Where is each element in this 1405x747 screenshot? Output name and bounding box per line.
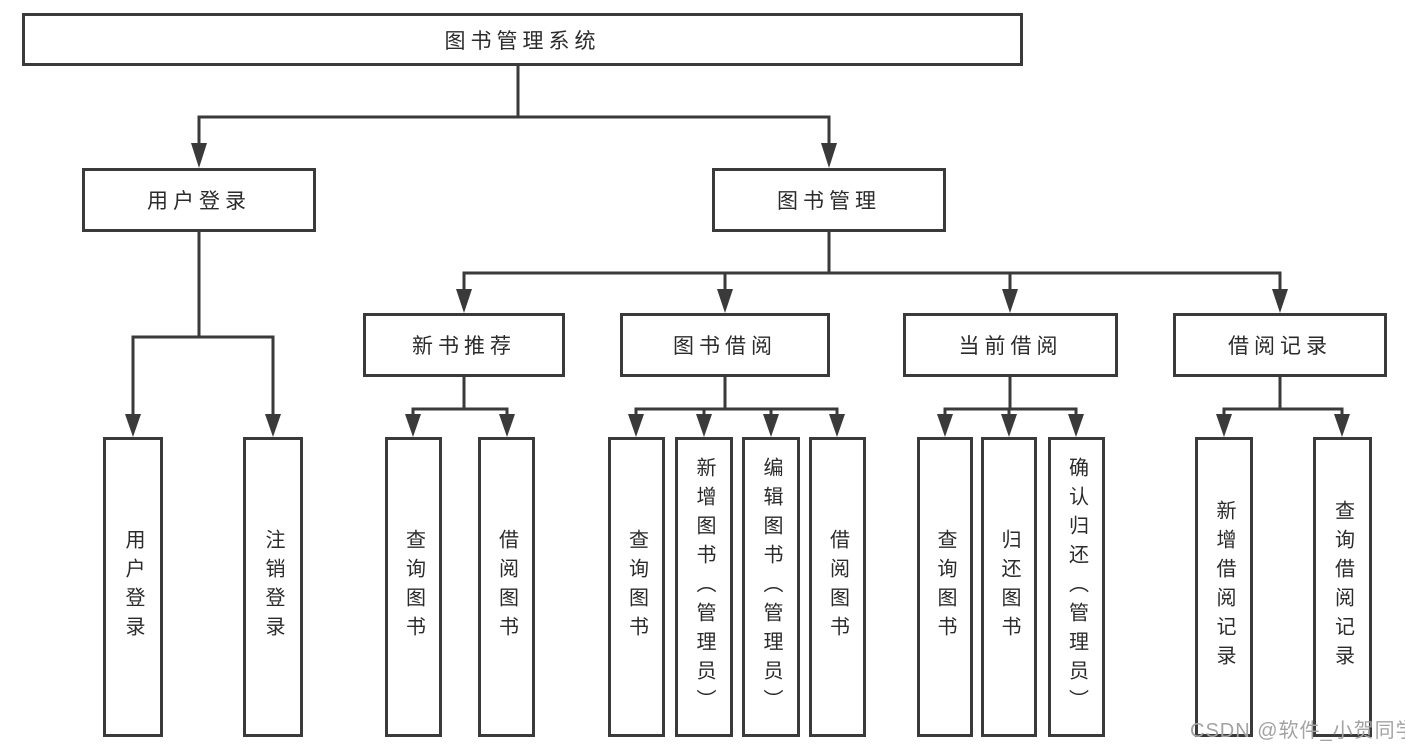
arrowhead xyxy=(937,414,953,437)
arrowhead xyxy=(1068,414,1084,437)
connector-userlogin-to-leaves xyxy=(125,230,281,437)
node-user-login: 用户登录 xyxy=(82,168,316,232)
node-label: 借阅记录 xyxy=(1228,335,1332,358)
leaf-user-login: 用户登录 xyxy=(103,437,163,737)
arrowhead xyxy=(696,414,712,437)
node-root-system: 图书管理系统 xyxy=(22,13,1023,66)
connector-records-to-leaves xyxy=(1216,375,1350,437)
csdn-watermark: CSDN @软件_小贺同学 xyxy=(1190,720,1405,742)
connector-root-to-level2 xyxy=(191,64,837,168)
arrowhead xyxy=(821,143,837,168)
arrowhead xyxy=(125,414,141,437)
leaf-query-borrow-record: 查询借阅记录 xyxy=(1313,437,1372,737)
leaf-borrow-books-borrowing: 借阅图书 xyxy=(809,437,866,737)
node-label: 图书管理 xyxy=(777,190,881,213)
node-new-book-recommend: 新书推荐 xyxy=(363,313,565,377)
arrowhead xyxy=(1216,414,1232,437)
leaf-label: 新增借阅记录 xyxy=(1213,500,1235,674)
connector-newrec-to-leaves xyxy=(405,375,515,437)
arrowhead xyxy=(1002,289,1018,313)
leaf-label: 注销登录 xyxy=(262,529,284,645)
leaf-query-books-current: 查询图书 xyxy=(917,437,973,737)
connector-current-to-leaves xyxy=(937,375,1084,437)
arrowhead xyxy=(628,414,644,437)
node-label: 当前借阅 xyxy=(958,335,1063,358)
node-label: 图书管理系统 xyxy=(444,29,601,53)
leaf-edit-book-admin: 编辑图书（管理员） xyxy=(742,437,800,737)
arrowhead xyxy=(265,414,281,437)
arrowhead xyxy=(405,414,421,437)
leaf-label: 查询图书 xyxy=(625,529,648,645)
node-book-borrowing: 图书借阅 xyxy=(620,313,830,377)
arrowhead xyxy=(499,414,515,437)
leaf-logout: 注销登录 xyxy=(243,437,303,737)
leaf-label: 借阅图书 xyxy=(495,529,518,645)
arrowhead xyxy=(456,289,472,313)
leaf-label: 查询图书 xyxy=(934,529,956,645)
arrowhead xyxy=(1001,414,1017,437)
leaf-add-book-admin: 新增图书（管理员） xyxy=(675,437,733,737)
node-label: 图书借阅 xyxy=(673,335,777,358)
connector-bookborrow-to-leaves xyxy=(628,375,845,437)
leaf-label: 查询图书 xyxy=(402,529,425,645)
leaf-borrow-books-recommend: 借阅图书 xyxy=(478,437,535,737)
leaf-confirm-return-admin: 确认归还（管理员） xyxy=(1048,437,1105,737)
connector-bookmgmt-to-level3 xyxy=(456,230,1288,313)
arrowhead xyxy=(763,414,779,437)
arrowhead xyxy=(829,414,845,437)
leaf-label: 用户登录 xyxy=(122,529,144,645)
leaf-label: 查询借阅记录 xyxy=(1331,500,1354,674)
arrowhead xyxy=(191,143,207,168)
leaf-label: 新增图书（管理员） xyxy=(693,456,715,718)
node-label: 新书推荐 xyxy=(412,335,516,358)
leaf-label: 确认归还（管理员） xyxy=(1065,456,1088,718)
leaf-label: 编辑图书（管理员） xyxy=(760,456,782,718)
node-borrowing-records: 借阅记录 xyxy=(1173,313,1387,377)
arrowhead xyxy=(1334,414,1350,437)
leaf-label: 归还图书 xyxy=(998,529,1020,645)
leaf-add-borrow-record: 新增借阅记录 xyxy=(1195,437,1253,737)
leaf-label: 借阅图书 xyxy=(826,529,849,645)
leaf-query-books-borrowing: 查询图书 xyxy=(608,437,665,737)
node-current-borrowing: 当前借阅 xyxy=(903,313,1118,377)
leaf-query-books-recommend: 查询图书 xyxy=(385,437,442,737)
arrowhead xyxy=(717,289,733,313)
node-label: 用户登录 xyxy=(147,190,251,213)
leaf-return-book: 归还图书 xyxy=(981,437,1037,737)
node-book-management: 图书管理 xyxy=(712,168,946,232)
arrowhead xyxy=(1272,289,1288,313)
